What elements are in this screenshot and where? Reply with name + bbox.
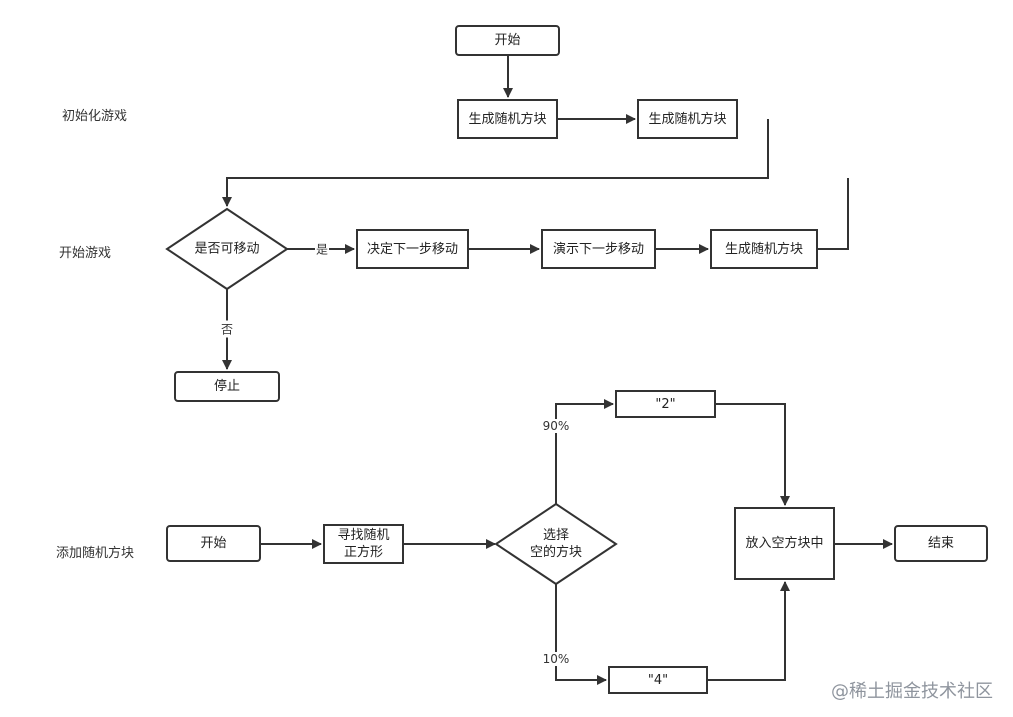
- section-label-add: 添加随机方块: [56, 546, 135, 561]
- decision-can-move-shape: [165, 207, 289, 291]
- node-generate-random-block-2: 生成随机方块: [637, 99, 738, 139]
- node-demo-next-move: 演示下一步移动: [541, 229, 656, 269]
- node-value-2: "2": [615, 390, 716, 418]
- node-end: 结束: [894, 525, 988, 562]
- node-find-random-square: 寻找随机 正方形: [323, 524, 404, 564]
- section-label-init: 初始化游戏: [62, 109, 128, 124]
- node-generate-random-block-3: 生成随机方块: [710, 229, 818, 269]
- loop-gen3-back: [818, 178, 849, 250]
- node-decide-next-move: 决定下一步移动: [356, 229, 469, 269]
- section-label-play: 开始游戏: [59, 246, 112, 261]
- watermark: @稀土掘金技术社区: [831, 681, 993, 702]
- node-place-in-empty-block: 放入空方块中: [734, 507, 835, 580]
- node-start-2: 开始: [166, 525, 261, 562]
- decision-can-move: 是否可移动: [194, 241, 260, 257]
- node-generate-random-block-1: 生成随机方块: [457, 99, 558, 139]
- edge-label-yes: 是: [314, 240, 330, 258]
- node-value-4: "4": [608, 666, 708, 694]
- arrow-two-to-place: [716, 403, 790, 506]
- edge-label-10-percent: 10%: [541, 652, 571, 666]
- arrow-gen2-to-decision: [222, 119, 769, 207]
- node-start-1: 开始: [455, 25, 560, 56]
- node-stop: 停止: [174, 371, 280, 402]
- decision-choose-shape: [494, 502, 618, 586]
- edge-label-90-percent: 90%: [541, 419, 571, 433]
- arrow-choose-to-two: [555, 399, 614, 504]
- decision-choose-empty-block: 选择 空的方块: [529, 528, 583, 560]
- edge-label-no: 否: [219, 320, 235, 338]
- arrow-choose-to-four: [555, 584, 607, 685]
- arrow-four-to-place: [708, 581, 790, 681]
